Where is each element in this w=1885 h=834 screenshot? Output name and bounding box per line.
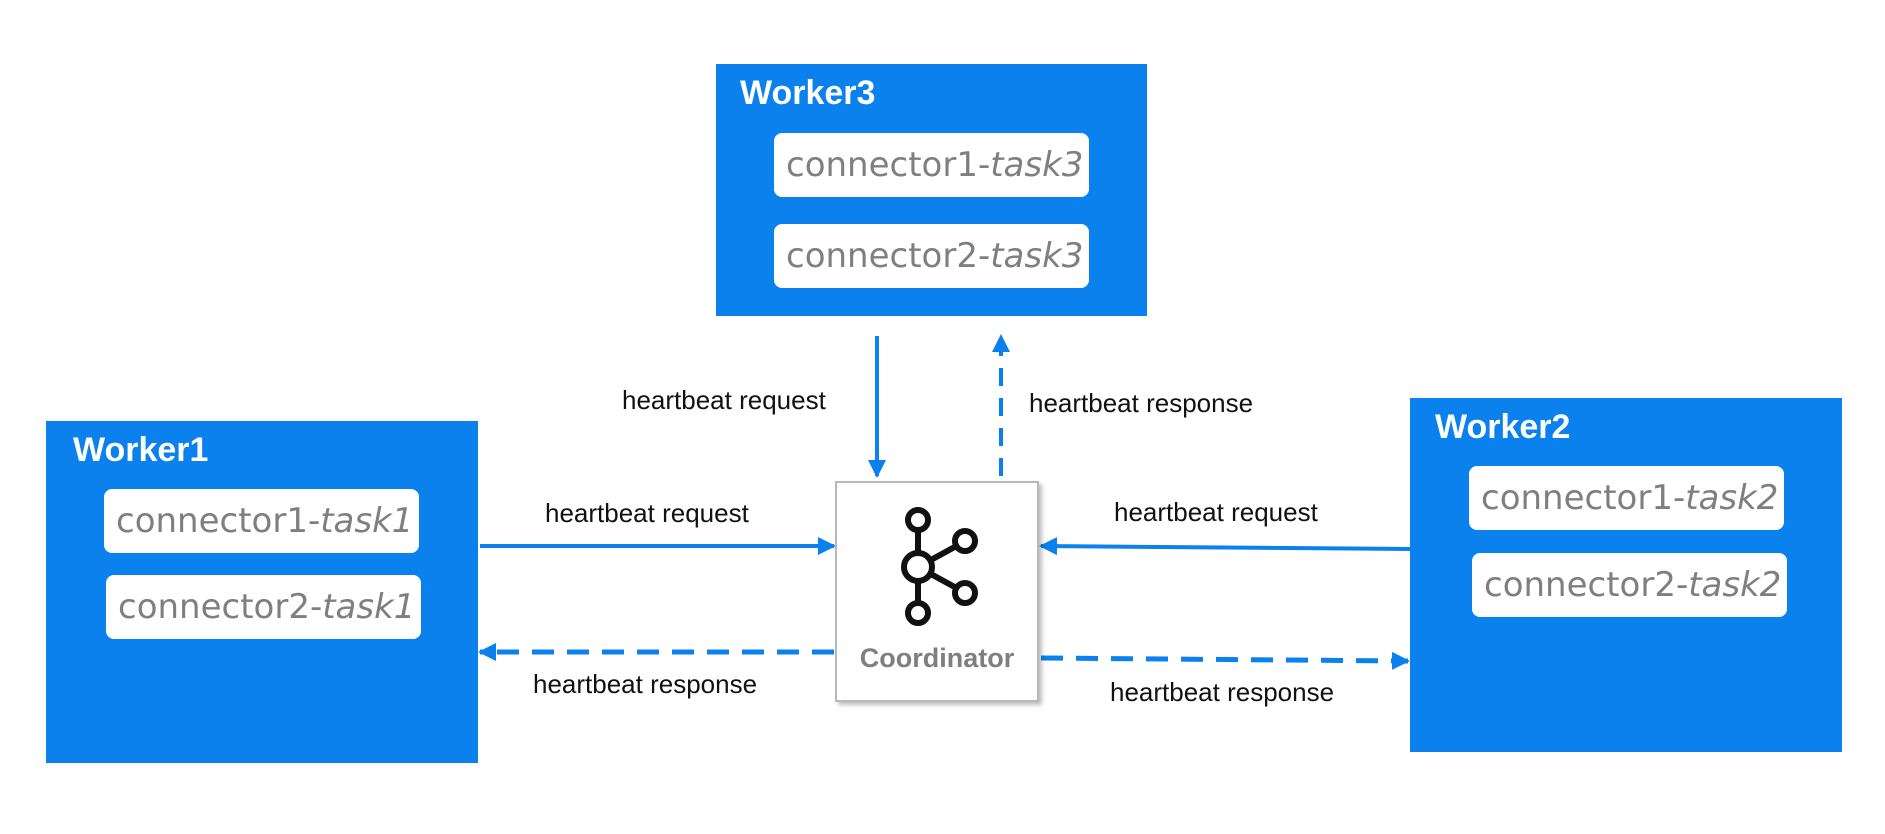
kafka-icon (901, 507, 978, 626)
worker3-task-2: connector2-task3 (774, 224, 1089, 288)
task-suffix: task3 (990, 236, 1084, 276)
task-prefix: connector2- (786, 236, 991, 276)
task-suffix: task2 (1688, 565, 1782, 605)
worker2-task-1: connector1-task2 (1469, 466, 1784, 530)
task-prefix: connector2- (1484, 565, 1689, 605)
worker2-task-2: connector2-task2 (1472, 553, 1787, 617)
task-suffix: task3 (990, 145, 1084, 185)
worker1-box: Worker1 connector1-task1 connector2-task… (46, 421, 478, 763)
worker2-box: Worker2 connector1-task2 connector2-task… (1410, 398, 1842, 752)
label-w3-response: heartbeat response (1029, 388, 1254, 418)
label-w1-response: heartbeat response (533, 669, 758, 699)
label-w2-response: heartbeat response (1110, 677, 1335, 707)
worker2-title: Worker2 (1435, 408, 1571, 446)
task-prefix: connector2- (118, 587, 323, 627)
task-suffix: task1 (322, 587, 416, 627)
label-w1-request: heartbeat request (545, 498, 749, 528)
worker3-box: Worker3 connector1-task3 connector2-task… (716, 64, 1147, 316)
coordinator-label: Coordinator (859, 643, 1015, 673)
task-prefix: connector1- (786, 145, 991, 185)
coordinator-box: Coordinator (835, 481, 1039, 702)
task-prefix: connector1- (116, 501, 321, 541)
label-w2-request: heartbeat request (1114, 497, 1318, 527)
worker1-task-2: connector2-task1 (106, 575, 421, 639)
task-prefix: connector1- (1481, 478, 1686, 518)
worker1-title: Worker1 (73, 431, 209, 469)
worker3-task-1: connector1-task3 (774, 133, 1089, 197)
worker3-title: Worker3 (740, 74, 876, 112)
label-w3-request: heartbeat request (622, 385, 826, 415)
arrow-w2-request (1039, 537, 1411, 556)
task-suffix: task2 (1685, 478, 1779, 518)
task-suffix: task1 (320, 501, 414, 541)
worker1-task-1: connector1-task1 (104, 489, 419, 553)
arrow-w2-response (1040, 651, 1410, 670)
